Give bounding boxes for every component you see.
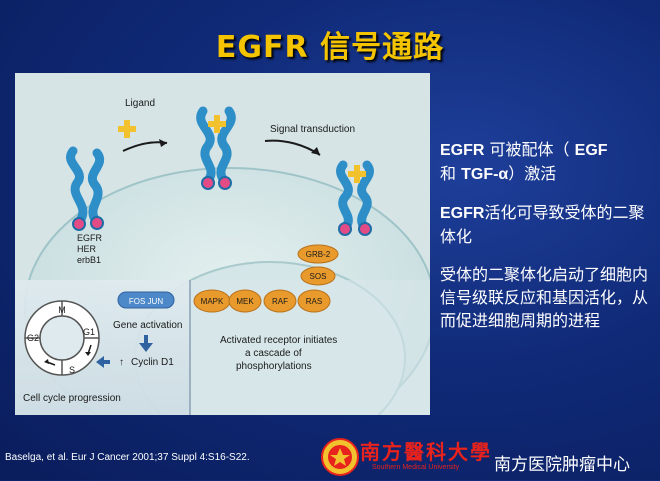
cascade-line-3: phosphorylations [236,361,312,372]
kinase-mek: MEK [228,289,262,313]
svg-text:MEK: MEK [236,297,254,306]
bullet-1: EGFR 可被配体（ EGF 和 TGF-α）激活 [440,140,608,183]
svg-text:RAS: RAS [306,297,322,306]
cascade-line-2: a cascade of [245,348,302,359]
svg-text:SOS: SOS [310,272,327,281]
slide-title: EGFR 信号通路 [215,30,445,65]
university-name: 南方醫科大學 [360,440,492,464]
left-arrow-icon [96,356,104,368]
cyclin-label: Cyclin D1 [131,357,174,368]
cell-cycle-label: Cell cycle progression [23,393,121,404]
receptor-middle [196,106,236,190]
down-arrow-icon [139,343,153,352]
svg-text:MAPK: MAPK [201,297,224,306]
citation: Baselga, et al. Eur J Cancer 2001;37 Sup… [5,452,250,463]
cyclin-arrow: ↑ [119,357,124,368]
phase-g2: G2 [27,333,39,343]
cell-cycle-ring: M G1 S G2 [24,300,100,376]
svg-text:GRB-2: GRB-2 [306,250,331,259]
gene-activation-label: Gene activation [113,320,183,331]
svg-text:FOS JUN: FOS JUN [129,297,163,306]
kinase-ras: RAS [297,289,331,313]
ligand-label: Ligand [125,98,155,109]
kinase-mapk: MAPK [193,289,231,313]
university-name-en: Southern Medical University [372,464,460,471]
phase-g1: G1 [83,327,95,337]
bullet-2: EGFR活化可导致受体的二聚体化 [440,203,645,246]
cascade-line-1: Activated receptor initiates [220,335,337,346]
receptor-name-2: HER [77,244,97,254]
egfr-pathway-figure: Ligand Signal transduction EGFR HER erbB… [15,73,430,415]
hospital-center-name: 南方医院肿瘤中心 [494,455,630,475]
fos-jun: FOS JUN [117,291,175,309]
bullet-list: EGFR 可被配体（ EGF 和 TGF-α）激活 EGFR活化可导致受体的二聚… [440,138,655,347]
adaptor-grb2: GRB-2 [297,244,339,264]
phase-m: M [58,305,66,315]
adaptor-sos: SOS [300,266,336,286]
ligand-icon [118,120,136,138]
receptor-name-1: EGFR [77,233,103,243]
kinase-raf: RAF [263,289,297,313]
phase-s: S [69,365,75,375]
university-logo-icon [320,437,360,477]
receptor-left [66,146,104,231]
receptor-right [336,160,374,236]
svg-text:RAF: RAF [272,297,288,306]
bullet-3: 受体的二聚体化启动了细胞内信号级联反应和基因活化，从而促进细胞周期的进程 [440,265,649,330]
receptor-name-3: erbB1 [77,255,101,265]
signal-transduction-label: Signal transduction [270,124,355,135]
